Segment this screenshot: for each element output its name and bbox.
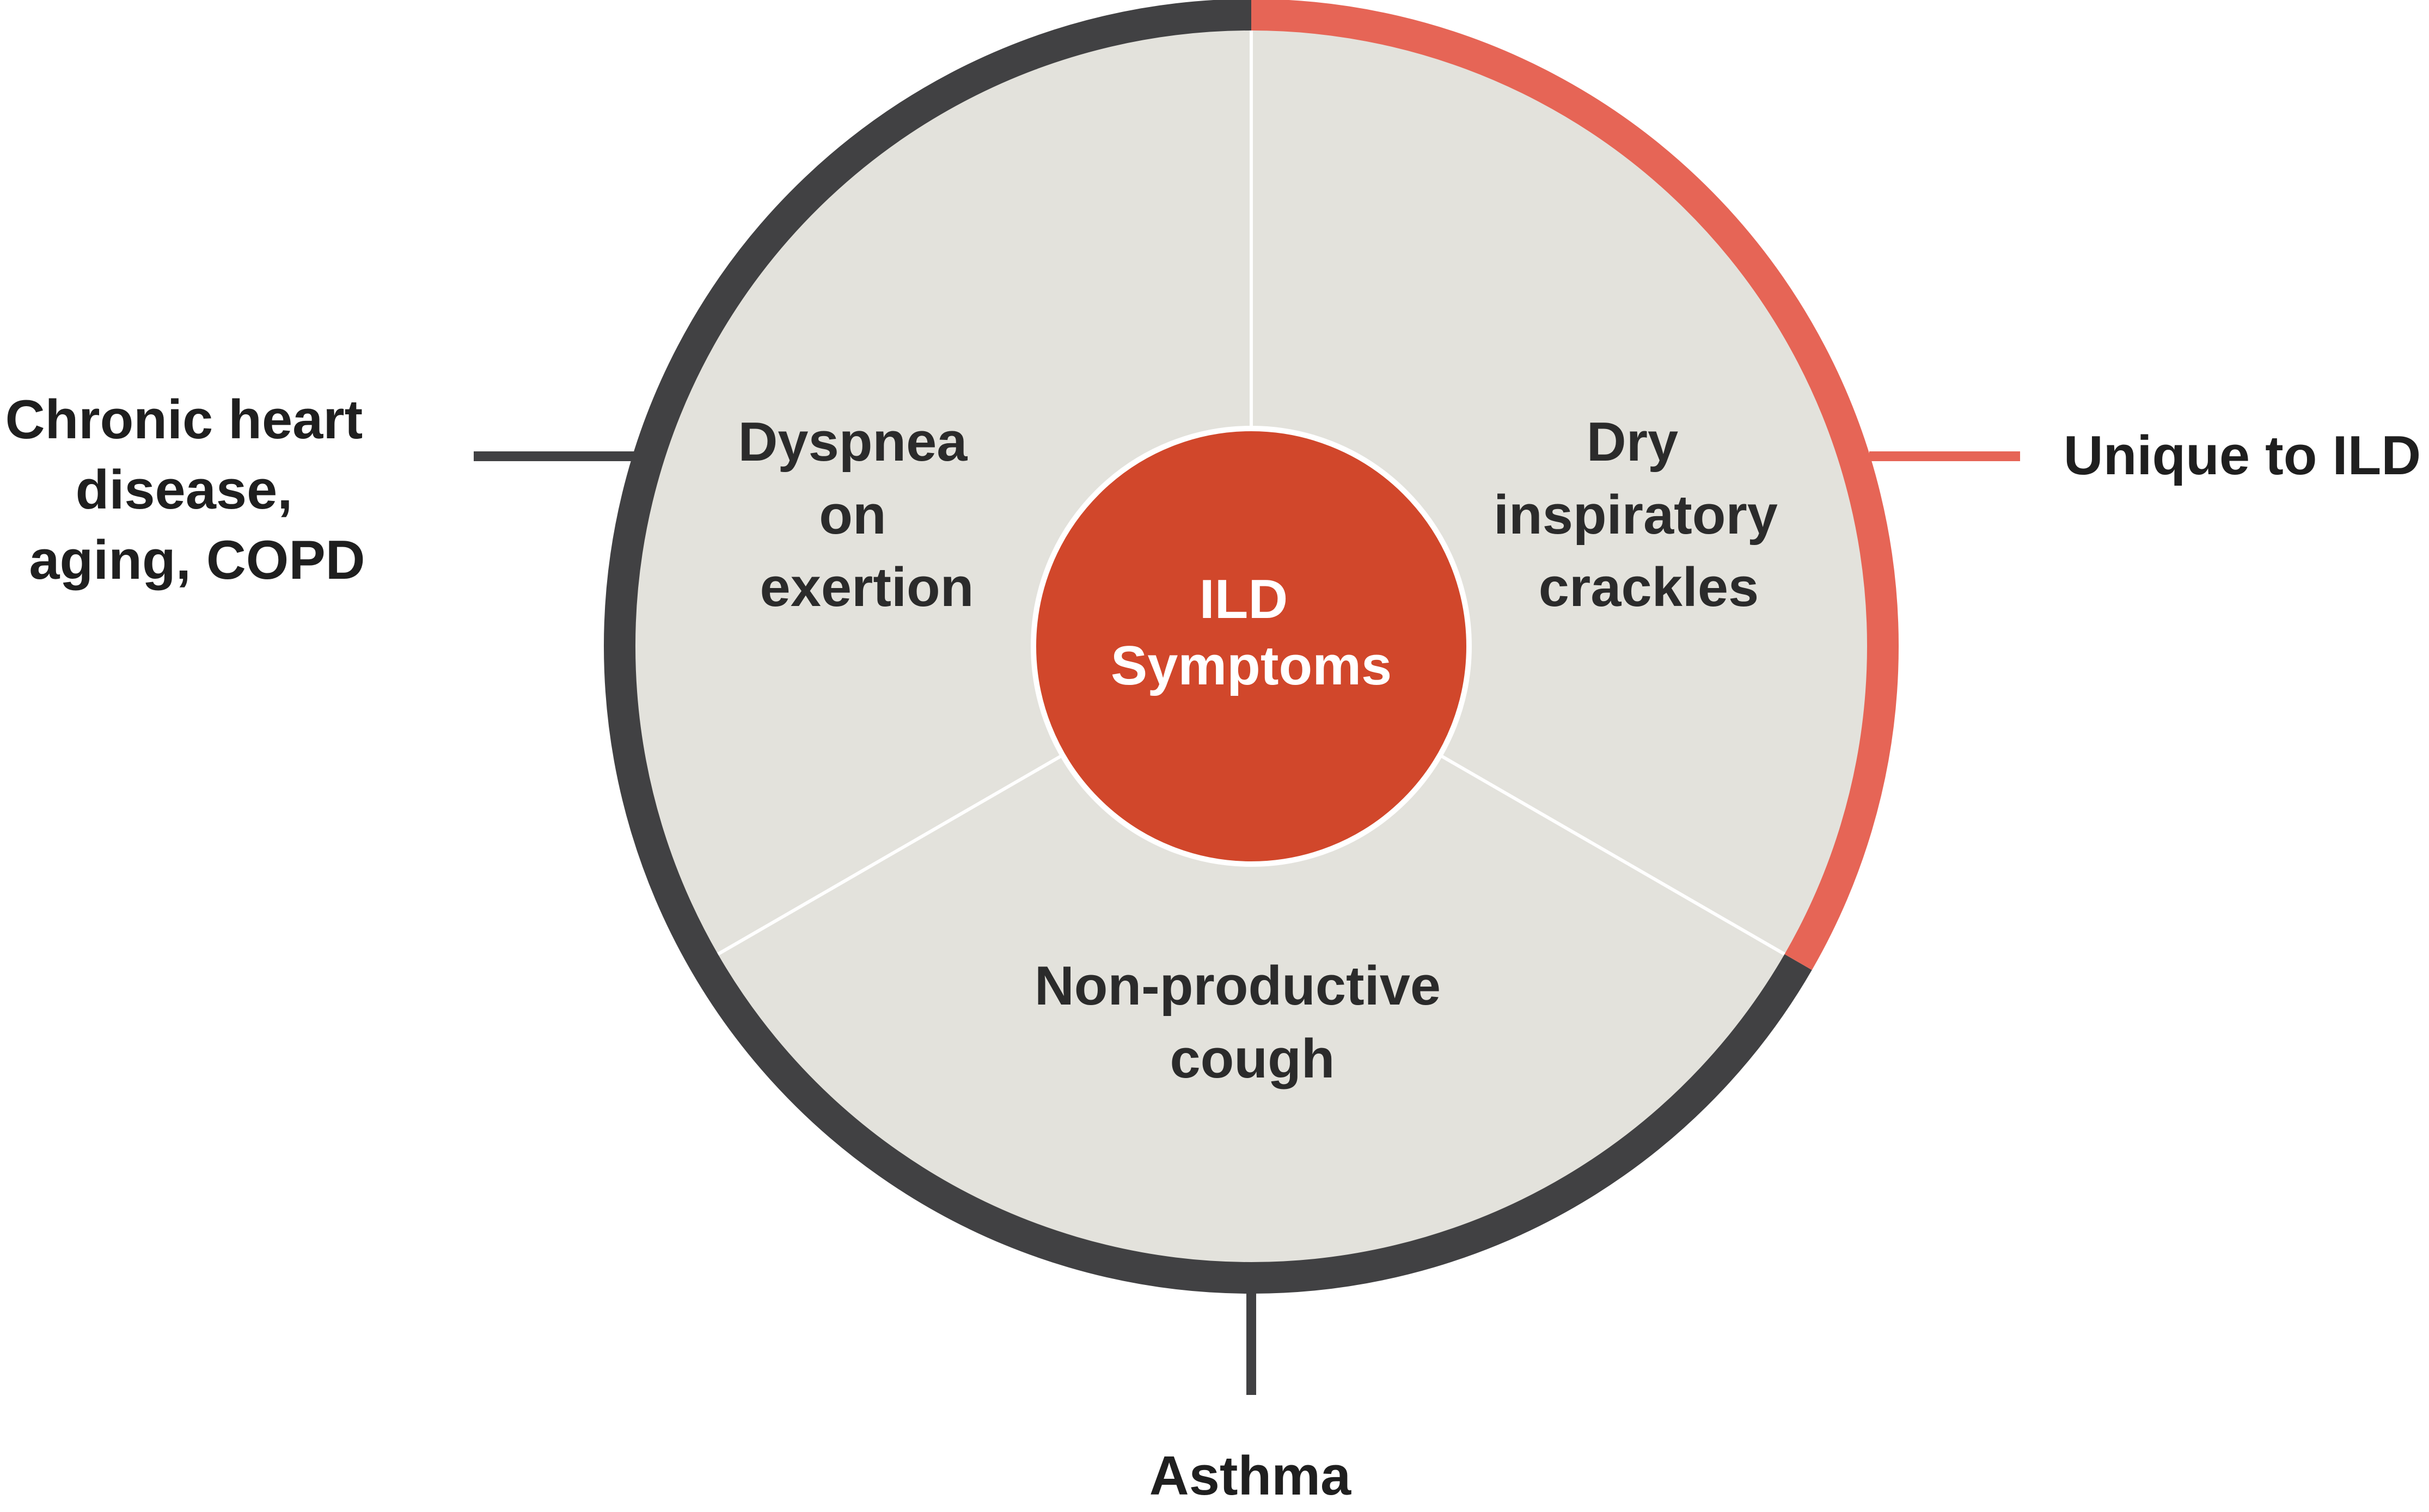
segment-label-line: crackles — [1539, 557, 1759, 618]
segment-label-cough: Non-productive cough — [1035, 956, 1456, 1089]
segment-label-line: Dyspnea — [738, 412, 968, 473]
segment-label-line: exertion — [760, 557, 974, 618]
callout-right: Unique to ILD — [2064, 425, 2421, 486]
callout-left: Chronic heart disease, aging, COPD — [5, 389, 378, 591]
callout-right-line: Unique to ILD — [2064, 425, 2421, 486]
outer-ring-shared — [604, 0, 1812, 1294]
segment-label-line: Dry — [1587, 412, 1678, 473]
segment-label-line: inspiratory — [1494, 485, 1778, 546]
segment-label-line: Non-productive — [1035, 956, 1441, 1017]
center-label-line: ILD — [1200, 569, 1288, 630]
center-label-line: Symptoms — [1111, 635, 1392, 696]
center-label: ILD Symptoms — [1111, 569, 1392, 696]
callout-bottom: Asthma — [1149, 1446, 1351, 1507]
segment-label-crackles: Dry inspiratory crackles — [1494, 412, 1793, 618]
callout-left-line: Chronic heart — [5, 389, 363, 450]
segment-label-line: on — [819, 485, 886, 546]
callout-left-line: aging, COPD — [29, 530, 365, 591]
center-circle — [1031, 426, 1472, 867]
callout-left-line: disease, — [76, 460, 293, 521]
callout-bottom-line: Asthma — [1149, 1446, 1351, 1507]
outer-ring-unique — [1251, 0, 1899, 970]
segment-label-line: cough — [1170, 1029, 1335, 1089]
segment-label-dyspnea: Dyspnea on exertion — [738, 412, 982, 618]
